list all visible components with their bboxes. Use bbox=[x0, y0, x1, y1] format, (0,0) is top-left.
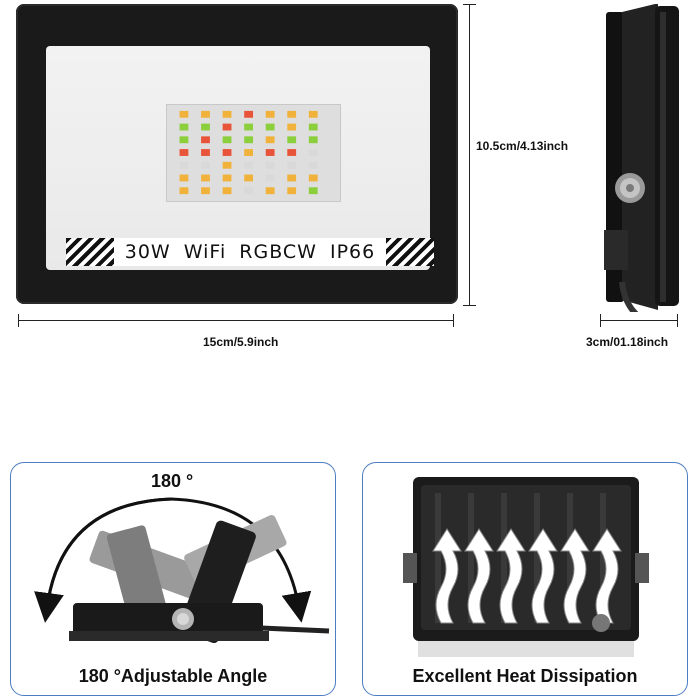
heat-dissipation-caption: Excellent Heat Dissipation bbox=[412, 666, 638, 686]
spec-label-strip: 30W WiFi RGBCW IP66 bbox=[66, 238, 434, 266]
led-chip bbox=[222, 161, 232, 169]
led-chip bbox=[201, 161, 210, 169]
led-chip bbox=[201, 174, 210, 182]
led-chip bbox=[244, 161, 254, 169]
led-chip-grid bbox=[179, 110, 318, 195]
led-chip bbox=[179, 174, 189, 182]
depth-dimension-line bbox=[600, 314, 678, 327]
adjustable-angle-card: 180 ° 180 °Adjustable Angle bbox=[10, 462, 336, 696]
height-dimension-label: 10.5cm/4.13inch bbox=[476, 139, 569, 153]
heat-flow-arrow bbox=[496, 528, 526, 624]
led-chip bbox=[287, 161, 297, 169]
width-dimension-label: 15cm/5.9inch bbox=[203, 335, 279, 349]
led-chip bbox=[222, 110, 232, 118]
rotation-illustration bbox=[34, 497, 330, 644]
led-chip bbox=[201, 110, 210, 118]
led-chip bbox=[308, 136, 318, 144]
led-chip bbox=[201, 149, 210, 156]
led-chip bbox=[287, 110, 297, 118]
led-chip bbox=[222, 187, 232, 195]
heatsink-illustration bbox=[403, 477, 649, 657]
led-chip bbox=[265, 110, 275, 118]
led-chip bbox=[201, 136, 210, 144]
hatch-pattern-right bbox=[386, 238, 434, 266]
led-chip bbox=[222, 174, 232, 182]
led-chip bbox=[308, 149, 318, 156]
led-chip bbox=[179, 123, 189, 131]
led-chip bbox=[244, 187, 254, 195]
led-chip bbox=[201, 123, 210, 131]
led-chip bbox=[179, 136, 189, 144]
led-chip bbox=[265, 123, 275, 131]
width-dimension-line bbox=[18, 314, 454, 327]
heat-arrows bbox=[432, 528, 622, 624]
led-chip bbox=[179, 149, 189, 156]
heat-flow-arrow bbox=[560, 528, 590, 624]
led-chip bbox=[244, 123, 254, 131]
led-chip bbox=[308, 161, 318, 169]
led-chip bbox=[179, 110, 189, 118]
heat-flow-arrow bbox=[464, 528, 494, 624]
heat-flow-arrow bbox=[592, 528, 622, 624]
led-chip bbox=[244, 136, 254, 144]
led-chip bbox=[308, 187, 318, 195]
led-chip bbox=[179, 187, 189, 195]
led-chip bbox=[287, 123, 297, 131]
angle-value: 180 ° bbox=[151, 471, 194, 491]
led-chip bbox=[308, 123, 318, 131]
floodlight-front-view: 30W WiFi RGBCW IP66 bbox=[16, 4, 458, 304]
led-chip bbox=[244, 174, 254, 182]
led-chip bbox=[265, 161, 275, 169]
led-chip bbox=[265, 174, 275, 182]
led-chip bbox=[222, 123, 232, 131]
led-chip bbox=[244, 110, 254, 118]
led-chip bbox=[308, 110, 318, 118]
hatch-pattern-left bbox=[66, 238, 114, 266]
led-chip bbox=[265, 149, 275, 156]
heat-flow-arrow bbox=[528, 528, 558, 624]
led-chip bbox=[222, 136, 232, 144]
adjustable-angle-caption: 180 °Adjustable Angle bbox=[78, 666, 268, 686]
led-chip bbox=[287, 174, 297, 182]
led-chip bbox=[308, 174, 318, 182]
spec-label-text: 30W WiFi RGBCW IP66 bbox=[124, 241, 376, 263]
heat-dissipation-card: Excellent Heat Dissipation bbox=[362, 462, 688, 696]
height-dimension-line bbox=[463, 4, 476, 306]
led-chip bbox=[179, 161, 189, 169]
heat-flow-arrow bbox=[432, 528, 462, 624]
led-chip bbox=[265, 136, 275, 144]
led-chip bbox=[287, 136, 297, 144]
led-chip-board bbox=[166, 104, 341, 202]
led-chip bbox=[287, 149, 297, 156]
led-chip bbox=[201, 187, 210, 195]
floodlight-side-view bbox=[604, 4, 679, 312]
depth-dimension-label: 3cm/01.18inch bbox=[586, 335, 669, 349]
led-chip bbox=[222, 149, 232, 156]
led-chip bbox=[287, 187, 297, 195]
led-chip bbox=[265, 187, 275, 195]
led-chip bbox=[244, 149, 254, 156]
